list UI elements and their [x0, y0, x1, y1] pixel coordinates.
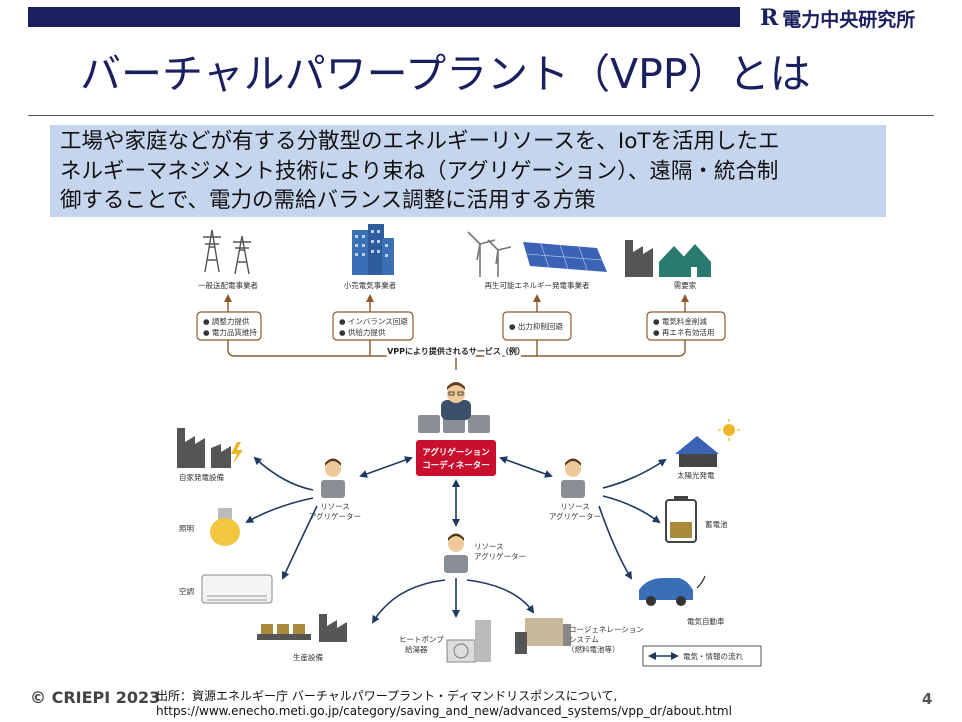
- entity-label-renewable: 再生可能エネルギー発電事業者: [485, 280, 590, 290]
- resource-label-battery: 蓄電池: [705, 519, 728, 529]
- aggregator-left-line-1: リソース: [320, 502, 350, 511]
- title-divider: [28, 115, 934, 116]
- factory-generator-icon: [177, 428, 243, 468]
- production-facility-icon: [257, 614, 347, 642]
- aggregator-bottom-icon: [444, 533, 468, 573]
- aggregator-bottom-line-1: リソース: [474, 542, 504, 551]
- entity-label-retailer: 小売電気事業者: [344, 280, 397, 290]
- criepi-logo: R 電力中央研究所: [760, 5, 915, 31]
- source-citation: 出所：資源エネルギー庁 バーチャルパワープラント・ディマンドリスポンスについて,…: [156, 689, 732, 719]
- solar-panel-icon: [523, 242, 607, 272]
- resource-label-generator: 自家発電設備: [179, 472, 224, 482]
- aggregator-right-line-1: リソース: [560, 502, 590, 511]
- source-line-1: 出所：資源エネルギー庁 バーチャルパワープラント・ディマンドリスポンスについて,: [156, 689, 618, 703]
- definition-line-3: 御することで、電力の需給バランス調整に活用する方策: [60, 188, 596, 213]
- copyright: © CRIEPI 2023: [30, 688, 161, 707]
- air-conditioner-icon: [201, 574, 273, 604]
- slide-title: バーチャルパワープラント（VPP）とは: [80, 50, 811, 98]
- service-tso-2: ● 電力品質維持: [203, 327, 257, 337]
- definition-box: 工場や家庭などが有する分散型のエネルギーリソースを、IoTを活用したエ ネルギー…: [50, 125, 886, 217]
- resource-label-cogen-2: システム: [569, 635, 599, 644]
- service-retail-2: ● 供給力提供: [339, 327, 386, 337]
- resource-label-aircon: 空調: [179, 586, 194, 596]
- electric-car-icon: [639, 575, 706, 606]
- service-renewable-1: ● 出力抑制回避: [509, 321, 563, 331]
- service-tso-1: ● 調整力提供: [203, 316, 250, 326]
- lightbulb-icon: [210, 508, 240, 546]
- definition-line-1: 工場や家庭などが有する分散型のエネルギーリソースを、IoTを活用したエ: [60, 129, 780, 154]
- logo-mark: R: [760, 5, 779, 31]
- battery-icon: [665, 496, 697, 543]
- service-banner: VPPにより提供されるサービス（例）: [387, 346, 525, 356]
- definition-line-2: ネルギーマネジメント技術により束ね（アグリゲーション）、遠隔・統合制: [60, 158, 779, 184]
- logo-text: 電力中央研究所: [782, 8, 916, 31]
- coordinator-line-2: コーディネーター: [422, 460, 489, 471]
- aggregator-bottom-line-2: アグリゲーター: [474, 551, 526, 561]
- cogeneration-icon: [515, 618, 571, 654]
- wind-turbine-icon: [467, 231, 512, 277]
- resource-label-cogen-1: コージェネレーション: [569, 625, 644, 634]
- aggregator-left-line-2: アグリゲーター: [309, 511, 361, 521]
- resource-label-lighting: 照明: [179, 524, 194, 533]
- sun-solar-house-icon: [675, 419, 740, 467]
- service-retail-1: ● インバランス回避: [339, 316, 408, 326]
- resource-label-solar: 太陽光発電: [677, 470, 715, 480]
- coordinator-line-1: アグリゲーション: [422, 447, 490, 458]
- entity-label-consumer: 需要家: [674, 280, 697, 290]
- heat-pump-icon: [446, 620, 491, 663]
- legend-label: 電気・情報の流れ: [683, 651, 743, 661]
- resource-label-heatpump-1: ヒートポンプ: [399, 635, 444, 644]
- transmission-tower-icon: [203, 229, 251, 275]
- aggregator-left-icon: [321, 458, 345, 498]
- legend-box: [642, 645, 762, 667]
- service-consumer-2: ● 再エネ有効活用: [653, 327, 714, 337]
- aggregator-right-icon: [561, 458, 585, 498]
- coordinator-person-icon: [418, 382, 490, 433]
- resource-label-ev: 電気自動車: [687, 616, 725, 626]
- resource-label-production: 生産設備: [293, 652, 323, 662]
- service-consumer-1: ● 電気料金削減: [653, 316, 707, 326]
- source-url: https://www.enecho.meti.go.jp/category/s…: [156, 704, 732, 718]
- resource-label-heatpump-2: 給湯器: [405, 644, 428, 654]
- building-icon: [352, 224, 394, 275]
- vpp-diagram: 一般送配電事業者 小売電気事業者 再生可能エネルギー発電事業者 需要家 ● 調整…: [177, 224, 762, 667]
- factory-house-icon: [625, 240, 711, 277]
- coordinator-box: [416, 440, 496, 476]
- aggregator-right-line-2: アグリゲーター: [549, 511, 601, 521]
- resource-label-cogen-3: （燃料電池等）: [567, 644, 620, 654]
- header-bar: [28, 7, 740, 27]
- page-number: 4: [922, 690, 933, 708]
- entity-label-tso: 一般送配電事業者: [198, 280, 258, 290]
